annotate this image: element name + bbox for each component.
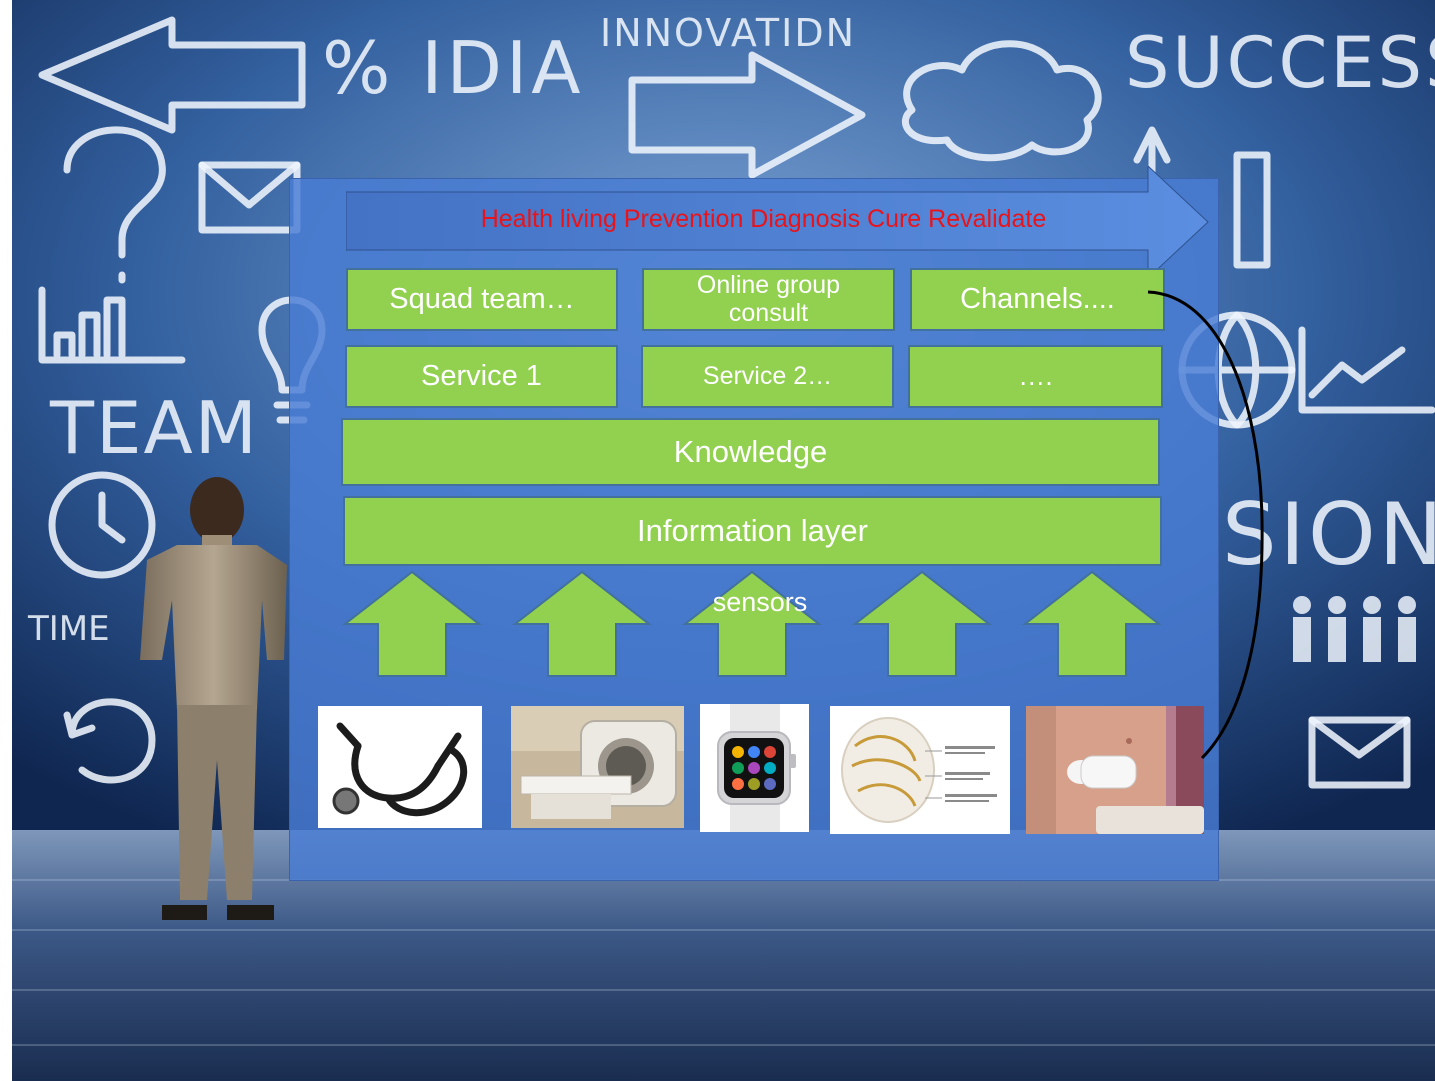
box-more-services: …. [908,345,1163,408]
box-service-1: Service 1 [345,345,618,408]
chalk-word-sion: SION [1222,485,1435,585]
sensor-patch-diagram-image [830,706,1010,834]
rocket-icon [1233,151,1271,269]
question-mark-icon [63,126,166,284]
right-arrow-icon [628,51,866,179]
envelope-icon-right [1308,716,1411,789]
undo-arrow-icon [63,698,156,784]
businessman-figure [140,477,287,920]
sensors-label: sensors [712,587,808,617]
chalk-word-time: TIME [28,609,110,649]
up-arrow-1 [342,570,482,677]
up-arrow-5 [1022,570,1162,677]
stethoscope-image [318,706,482,828]
smart-watch-image [700,704,809,832]
chalk-word-innovation: INNOVATIDN [600,11,857,55]
banner-stages-text: Health living Prevention Diagnosis Cure … [480,205,1047,233]
box-knowledge: Knowledge [341,418,1160,486]
box-squad-team: Squad team… [346,268,618,331]
feedback-loop-curve [1147,290,1264,760]
box-online-group-consult: Online group consult [642,268,895,331]
chalk-word-idia: % IDIA [322,26,585,110]
banner-arrow [346,166,1209,278]
bar-chart-icon [38,286,186,364]
up-arrow-4 [852,570,992,677]
cloud-icon [901,40,1102,162]
up-arrow-3 [682,570,822,677]
box-service-2: Service 2… [641,345,894,408]
chest-patch-image [1026,706,1204,834]
people-icon [1293,596,1416,662]
box-channels: Channels.... [910,268,1165,331]
box-information-layer: Information layer [343,496,1162,566]
chalk-word-team: TEAM [50,386,259,470]
up-arrow-2 [512,570,652,677]
line-chart-icon [1298,326,1435,414]
clock-icon [48,471,156,579]
mri-scanner-image [511,706,684,828]
left-arrow-icon [38,16,306,134]
sensor-up-arrows [342,570,1162,677]
chalk-word-success: SUCCESS [1125,22,1435,104]
